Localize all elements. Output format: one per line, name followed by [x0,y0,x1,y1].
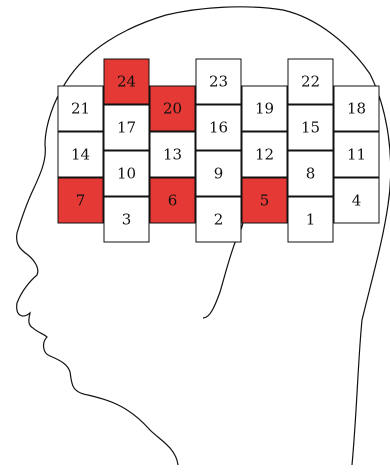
electrode-cell-23: 23 [196,59,241,104]
electrode-label: 5 [260,192,270,210]
electrode-label: 14 [71,146,90,164]
electrode-cell-16: 16 [196,105,241,150]
electrode-cell-21: 21 [58,86,103,131]
electrode-cell-1: 1 [288,197,333,242]
electrode-label: 13 [163,146,182,164]
electrode-label: 12 [255,146,274,164]
electrode-label: 15 [301,119,320,137]
electrode-cell-11: 11 [334,132,379,177]
electrode-label: 20 [163,100,182,118]
electrode-cell-10: 10 [104,151,149,196]
electrode-cell-7: 7 [58,178,103,223]
electrode-label: 10 [117,165,136,183]
electrode-cell-18: 18 [334,86,379,131]
electrode-grid: 24 21 17 14 10 7 3 20 13 6 23 16 9 2 19 12 5 22 15 8 1 18 11 4 [58,59,379,242]
electrode-cell-8: 8 [288,151,333,196]
electrode-label: 6 [168,192,178,210]
electrode-label: 3 [122,211,132,229]
electrode-label: 17 [117,119,136,137]
electrode-label: 22 [301,73,320,91]
electrode-label: 9 [214,165,224,183]
electrode-label: 4 [352,192,362,210]
electrode-label: 1 [306,211,316,229]
electrode-label: 21 [71,100,90,118]
electrode-label: 24 [117,73,136,91]
electrode-cell-14: 14 [58,132,103,177]
electrode-cell-17: 17 [104,105,149,150]
electrode-cell-22: 22 [288,59,333,104]
electrode-cell-4: 4 [334,178,379,223]
electrode-label: 2 [214,211,224,229]
electrode-label: 11 [347,146,366,164]
electrode-cell-19: 19 [242,86,287,131]
electrode-cell-20: 20 [150,86,195,131]
electrode-label: 7 [76,192,86,210]
electrode-cell-3: 3 [104,197,149,242]
electrode-label: 18 [347,100,366,118]
electrode-cell-15: 15 [288,105,333,150]
electrode-cell-12: 12 [242,132,287,177]
electrode-cell-9: 9 [196,151,241,196]
electrode-label: 23 [209,73,228,91]
electrode-cell-13: 13 [150,132,195,177]
electrode-cell-6: 6 [150,178,195,223]
electrode-label: 16 [209,119,228,137]
electrode-cell-24: 24 [104,59,149,104]
electrode-cell-2: 2 [196,197,241,242]
electrode-label: 8 [306,165,316,183]
electrode-label: 19 [255,100,274,118]
electrode-cell-5: 5 [242,178,287,223]
